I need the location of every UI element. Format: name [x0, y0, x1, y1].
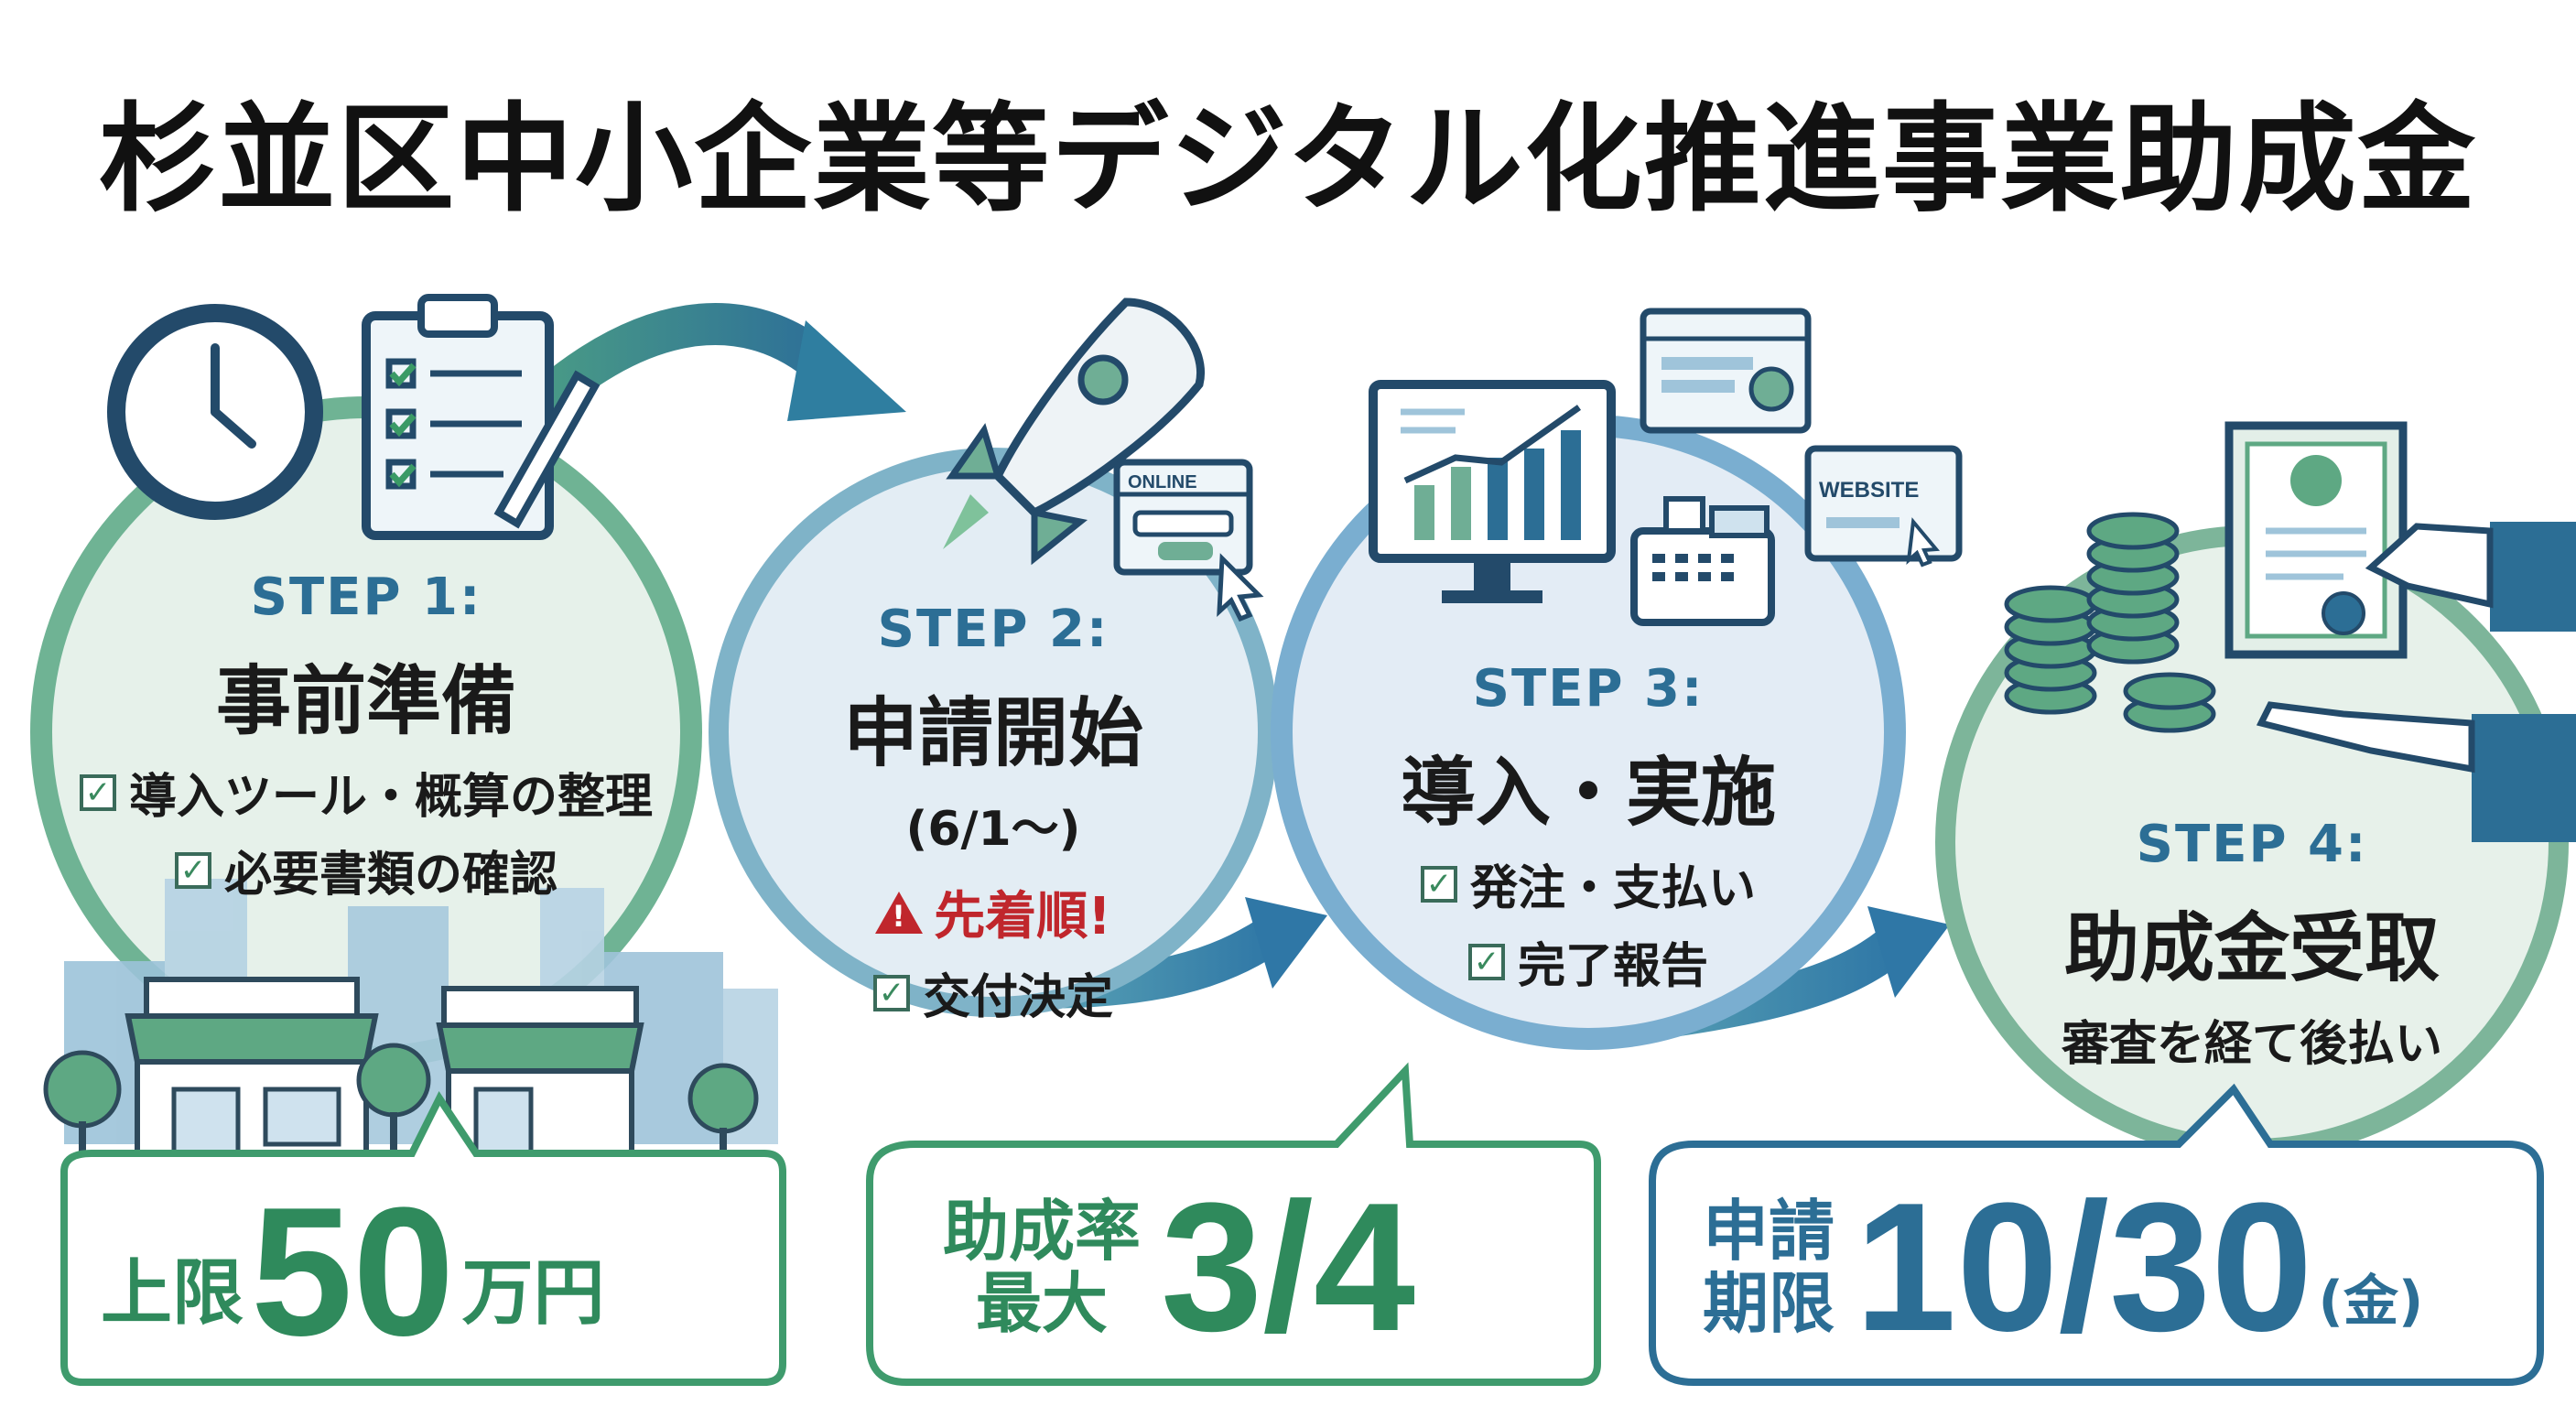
checkbox-icon: ✓ [174, 851, 211, 889]
checkbox-icon: ✓ [1467, 943, 1505, 980]
website-window-icon [1804, 445, 1963, 568]
online-window-icon [1113, 459, 1264, 622]
deadline-day: (金) [2318, 1270, 2424, 1334]
step1-item-1: ✓ 導入ツール・概算の整理 [73, 758, 659, 827]
step1-name: 事前準備 [215, 658, 516, 745]
step1-item-1-text: 導入ツール・概算の整理 [128, 770, 653, 825]
step3-name: 導入・実施 [1400, 750, 1776, 837]
step1-label: STEP 1: [250, 568, 482, 627]
deadline-bubble-shape [1649, 1083, 2544, 1386]
limit-unit: 万円 [461, 1252, 605, 1335]
arrow-head-1 [787, 320, 906, 421]
dashboard-window-icon [1640, 308, 1812, 434]
step2-warning: ! 先着順! [764, 875, 1222, 949]
step2-warning-text: 先着順! [934, 887, 1111, 946]
cash-register-icon [1630, 496, 1775, 626]
deadline-label-2: 期限 [1703, 1265, 1835, 1342]
rate-label-2: 最大 [976, 1265, 1109, 1342]
step4-name: 助成金受取 [2063, 905, 2440, 992]
step3-item-1: ✓ 発注・支払い [1332, 849, 1845, 918]
step2-block: STEP 2: 申請開始 (6/1〜) ! 先着順! ✓ 交付決定 [764, 600, 1222, 1027]
deadline-label-1: 申請 [1703, 1192, 1835, 1270]
step3-item-2: ✓ 完了報告 [1332, 927, 1845, 996]
coins-icon [2004, 512, 2216, 733]
step4-label: STEP 4: [2136, 815, 2368, 874]
checkbox-icon: ✓ [872, 974, 910, 1011]
limit-info: 上限 50 万円 [101, 1181, 605, 1364]
clock-icon [107, 304, 323, 520]
checkbox-icon: ✓ [79, 773, 116, 811]
storefront-left [124, 977, 379, 1165]
limit-value: 50 [251, 1170, 455, 1374]
step4-sub: 審査を経て後払い [2061, 1017, 2442, 1072]
clipboard-icon [362, 294, 601, 540]
step2-item-1: ✓ 交付決定 [764, 958, 1222, 1027]
trees [43, 1043, 759, 1164]
rate-value: 3/4 [1161, 1165, 1416, 1369]
warning-icon: ! [875, 891, 924, 934]
rate-bubble-shape [866, 1062, 1601, 1386]
limit-bubble-shape [60, 1091, 786, 1386]
website-label: WEBSITE [1819, 478, 1919, 503]
step1-item-2-text: 必要書類の確認 [223, 848, 557, 903]
storefront-right [436, 986, 644, 1165]
deadline-value: 10/30 [1855, 1165, 2313, 1369]
rate-labels: 助成率 最大 [943, 1195, 1141, 1340]
rocket-icon [943, 297, 1205, 566]
hands-icon [2256, 522, 2576, 842]
rate-label-1: 助成率 [943, 1192, 1142, 1270]
step2-sub: (6/1〜) [905, 802, 1081, 857]
rate-info: 助成率 最大 3/4 [943, 1172, 1415, 1364]
deadline-labels: 申請 期限 [1703, 1195, 1835, 1340]
checkbox-icon: ✓ [1420, 865, 1457, 903]
page-title: 杉並区中小企業等デジタル化推進事業助成金 [99, 92, 2477, 228]
arrow-head-3 [1867, 906, 1950, 998]
online-label: ONLINE [1128, 472, 1197, 492]
step3-label: STEP 3: [1472, 659, 1705, 719]
step3-block: STEP 3: 導入・実施 ✓ 発注・支払い ✓ 完了報告 [1332, 659, 1845, 996]
certificate-icon [2224, 421, 2408, 659]
step2-label: STEP 2: [877, 600, 1109, 659]
step1-item-2: ✓ 必要書類の確認 [73, 836, 659, 904]
deadline-info: 申請 期限 10/30 (金) [1703, 1172, 2423, 1364]
step1-block: STEP 1: 事前準備 ✓ 導入ツール・概算の整理 ✓ 必要書類の確認 [73, 568, 659, 904]
limit-prefix: 上限 [101, 1252, 244, 1335]
step3-item-2-text: 完了報告 [1517, 939, 1708, 994]
step2-item-1-text: 交付決定 [922, 970, 1113, 1025]
step3-item-1-text: 発注・支払い [1469, 861, 1756, 916]
monitor-chart-icon [1369, 380, 1616, 603]
step4-block: STEP 4: 助成金受取 審査を経て後払い [1986, 815, 2517, 1074]
step2-name: 申請開始 [842, 690, 1143, 777]
arrow-head-2 [1245, 897, 1327, 989]
